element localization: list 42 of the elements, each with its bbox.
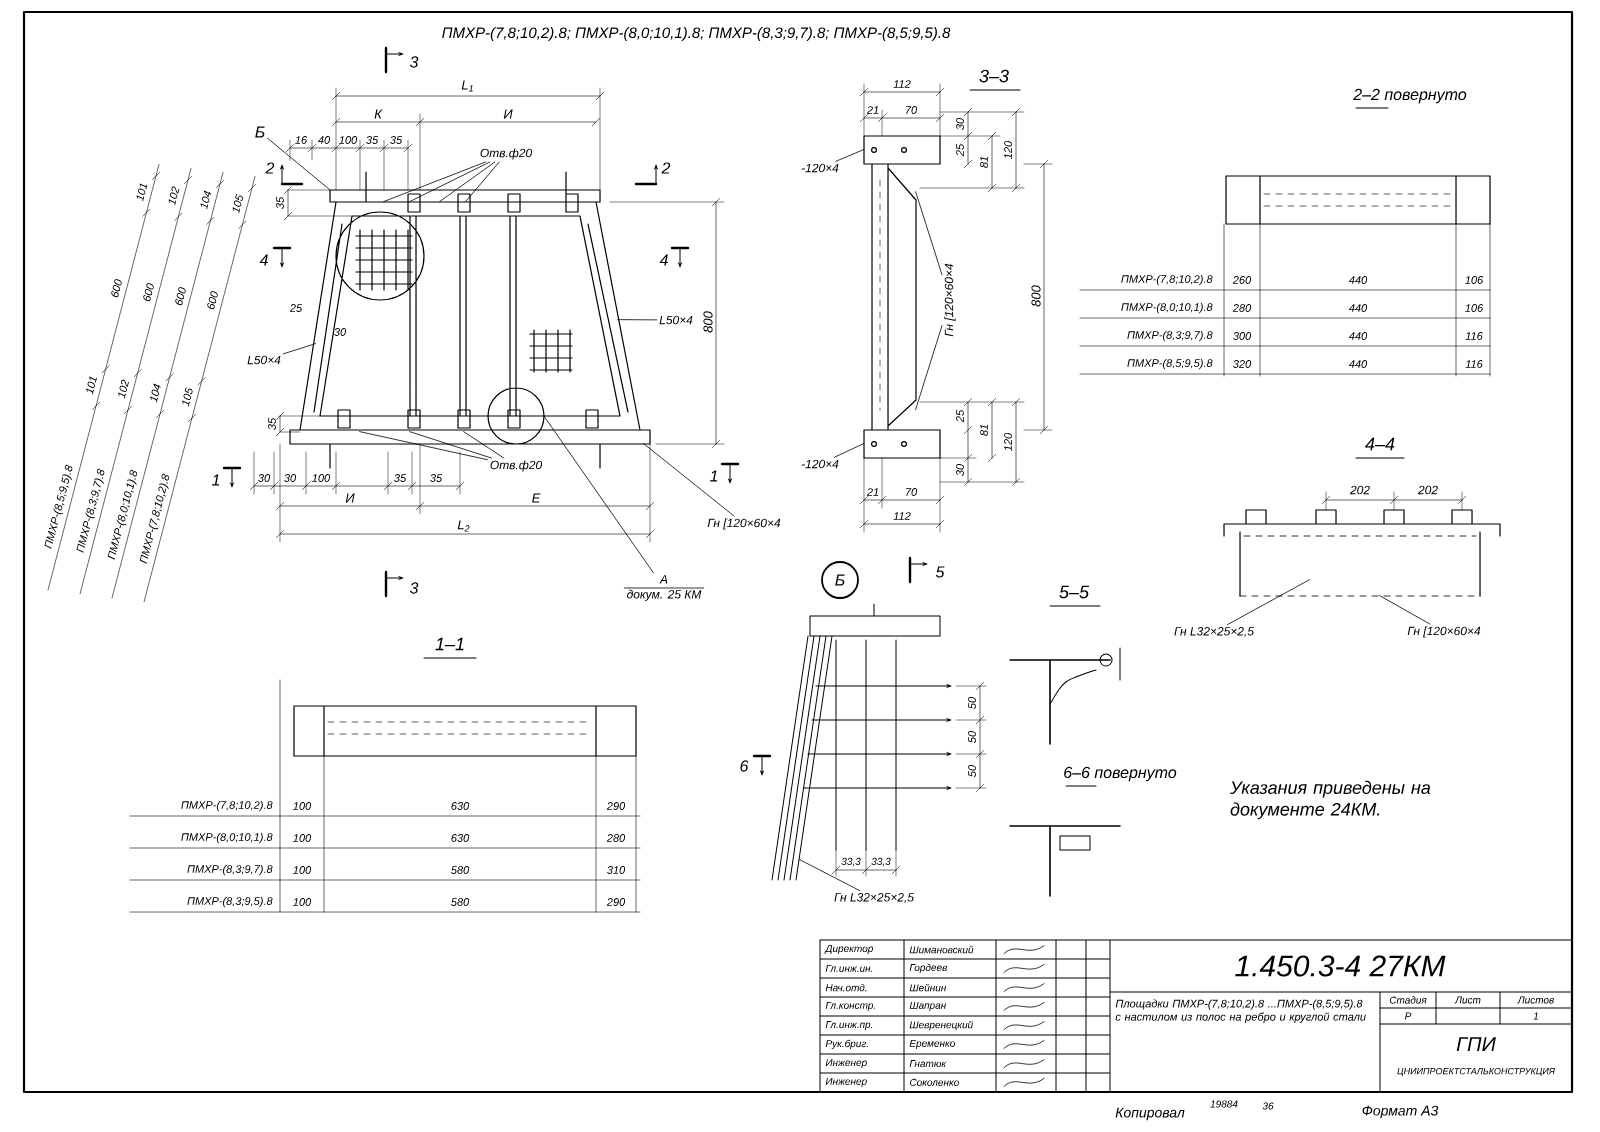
- section-number: 1: [211, 474, 220, 486]
- leader-line: [1227, 579, 1310, 626]
- leader-line: [465, 161, 500, 202]
- leader-line: [617, 319, 658, 321]
- platform-plan-drawing: [289, 171, 651, 469]
- leader-line: [409, 431, 492, 459]
- detail-drawing: [771, 603, 952, 881]
- leader-text: Б: [255, 126, 265, 138]
- leader-line: [383, 161, 486, 202]
- leader-line: [799, 859, 861, 892]
- section-number: 2: [661, 162, 671, 174]
- leader-line: [409, 161, 491, 202]
- leader-line: [543, 415, 654, 574]
- drawing-number: 1.450.3-4 27КМ: [1235, 955, 1446, 977]
- section-number: 3: [409, 582, 419, 594]
- section-drawing: [863, 135, 941, 459]
- section-number: 4: [259, 254, 268, 266]
- leader-line: [1379, 595, 1431, 625]
- title-block-text: ГПИ: [1456, 1037, 1496, 1051]
- view-title: 2–2 повернуто: [1353, 88, 1467, 104]
- section-number: 1: [709, 470, 718, 482]
- view-title: 5–5: [1059, 585, 1090, 599]
- note-text: Указания приведены на документе 24КМ.: [1230, 780, 1431, 820]
- section-number: 6: [740, 760, 749, 772]
- leader-line: [267, 137, 330, 190]
- view-title: 1–1: [435, 637, 464, 651]
- leader-line: [915, 191, 943, 276]
- leader-line: [439, 161, 496, 202]
- section-drawing: [1223, 509, 1501, 597]
- view-title: 3–3: [979, 69, 1009, 83]
- section-number: 3: [409, 56, 419, 68]
- leader-line: [463, 431, 505, 459]
- section-number: 5: [935, 566, 945, 578]
- leader-line: [915, 325, 943, 410]
- view-title: 6–6 повернуто: [1064, 766, 1177, 782]
- leader-line: [833, 443, 864, 458]
- leader-line: [835, 149, 864, 162]
- leader-line: [282, 343, 316, 355]
- leader-line: [643, 443, 735, 517]
- section-number: 2: [265, 162, 275, 174]
- leader-line: [359, 431, 488, 461]
- view-title: 4–4: [1365, 437, 1395, 451]
